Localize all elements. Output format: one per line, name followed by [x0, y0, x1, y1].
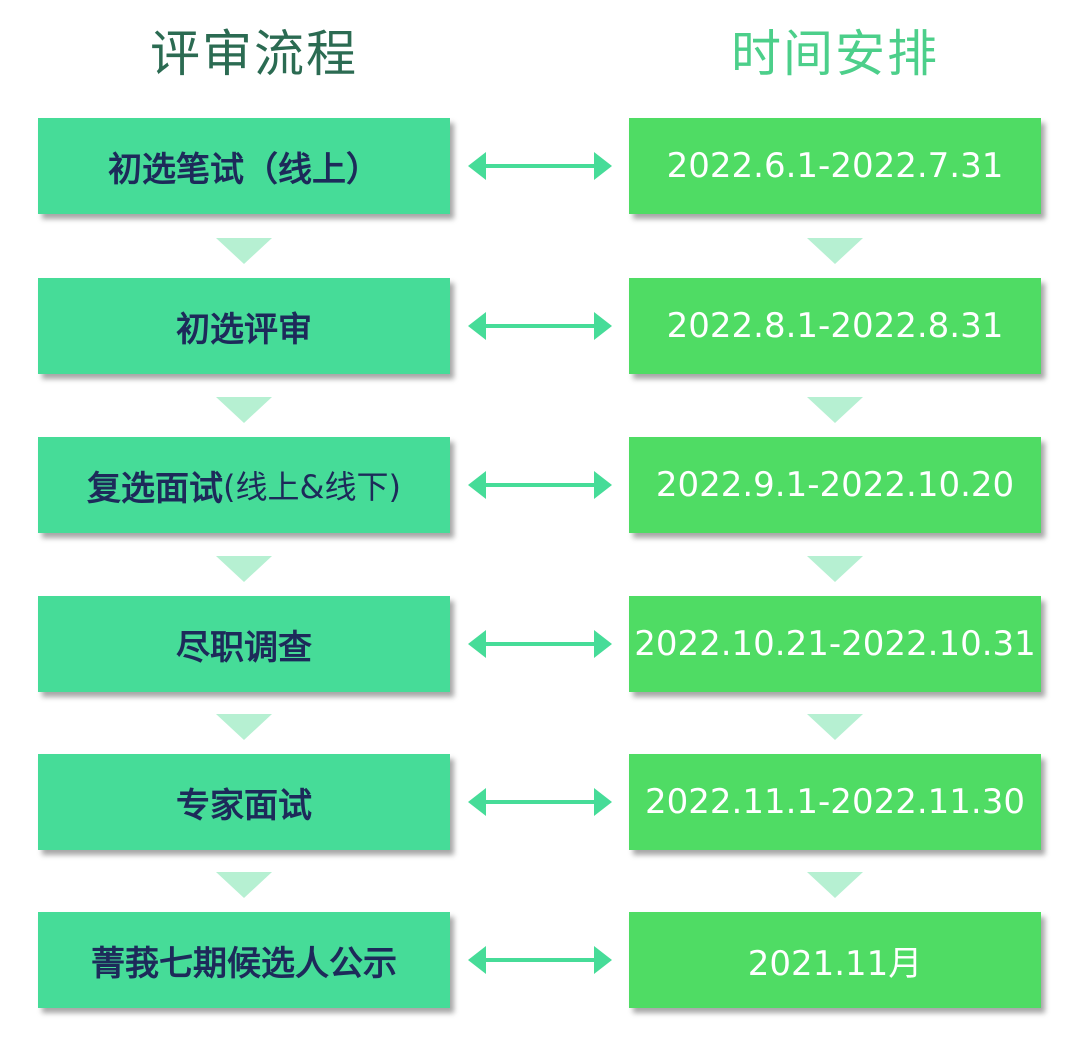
down-triangle-icon	[807, 238, 863, 264]
process-step-box: 专家面试	[38, 754, 450, 850]
down-triangle-icon	[216, 556, 272, 582]
double-arrow-icon	[466, 146, 614, 186]
process-step-label: 复选面试	[87, 468, 224, 509]
process-step-box: 初选笔试（线上）	[38, 118, 450, 214]
down-triangle-icon	[807, 872, 863, 898]
schedule-time-label: 2022.9.1-2022.10.20	[655, 465, 1015, 505]
double-arrow-icon	[466, 624, 614, 664]
process-step-box: 初选评审	[38, 278, 450, 374]
down-triangle-icon	[216, 872, 272, 898]
schedule-time-box: 2022.6.1-2022.7.31	[629, 118, 1041, 214]
down-triangle-icon	[216, 397, 272, 423]
down-triangle-icon	[807, 556, 863, 582]
double-arrow-icon	[466, 940, 614, 980]
schedule-time-box: 2022.11.1-2022.11.30	[629, 754, 1041, 850]
schedule-time-label: 2022.6.1-2022.7.31	[666, 146, 1004, 186]
down-triangle-icon	[216, 714, 272, 740]
process-step-box: 复选面试(线上&线下)	[38, 437, 450, 533]
process-step-label: 专家面试	[176, 785, 312, 826]
schedule-column-title: 时间安排	[731, 25, 939, 83]
schedule-time-box: 2021.11月	[629, 912, 1041, 1008]
process-step-note: (线上&线下)	[223, 468, 401, 506]
double-arrow-icon	[466, 306, 614, 346]
schedule-time-box: 2022.10.21-2022.10.31	[629, 596, 1041, 692]
schedule-time-box: 2022.9.1-2022.10.20	[629, 437, 1041, 533]
double-arrow-icon	[466, 782, 614, 822]
process-step-label: 菁莪七期候选人公示	[91, 943, 397, 984]
process-step-label: 初选评审	[176, 309, 312, 350]
double-arrow-icon	[466, 465, 614, 505]
process-column-title: 评审流程	[150, 25, 358, 83]
schedule-time-label: 2022.11.1-2022.11.30	[645, 782, 1025, 822]
down-triangle-icon	[807, 397, 863, 423]
schedule-time-label: 2021.11月	[747, 943, 923, 984]
schedule-time-label: 2022.10.21-2022.10.31	[634, 624, 1036, 664]
process-step-label: 尽职调查	[176, 627, 312, 668]
process-step-label: 初选笔试（线上）	[108, 149, 380, 190]
process-step-box: 菁莪七期候选人公示	[38, 912, 450, 1008]
process-step-box: 尽职调查	[38, 596, 450, 692]
schedule-time-label: 2022.8.1-2022.8.31	[666, 306, 1004, 346]
down-triangle-icon	[807, 714, 863, 740]
schedule-time-box: 2022.8.1-2022.8.31	[629, 278, 1041, 374]
down-triangle-icon	[216, 238, 272, 264]
